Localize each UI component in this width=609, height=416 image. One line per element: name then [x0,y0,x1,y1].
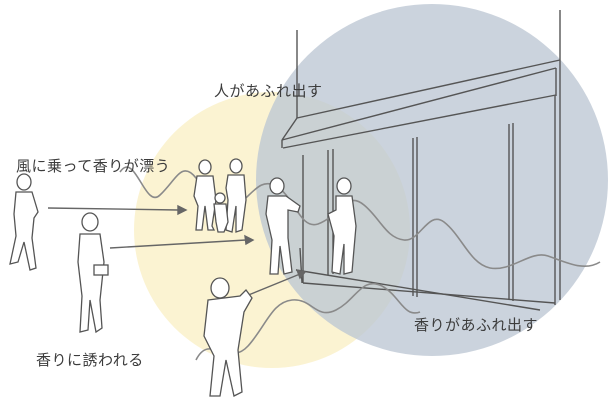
person-icon [9,173,39,271]
person-icon [213,192,229,233]
person-icon [203,277,253,397]
person-silhouettes [9,158,357,397]
person-icon [225,158,247,233]
person-icon [265,177,301,275]
label-scent-overflows: 香りがあふれ出す [414,316,539,334]
label-scent-drifts: 風に乗って香りが漂う [16,157,171,175]
person-icon [327,177,357,275]
label-people-overflow: 人があふれ出す [214,82,323,100]
person-icon [193,159,217,231]
label-lured-by-scent: 香りに誘われる [36,351,144,369]
person-icon [77,212,109,334]
arrow-icons [47,204,307,297]
